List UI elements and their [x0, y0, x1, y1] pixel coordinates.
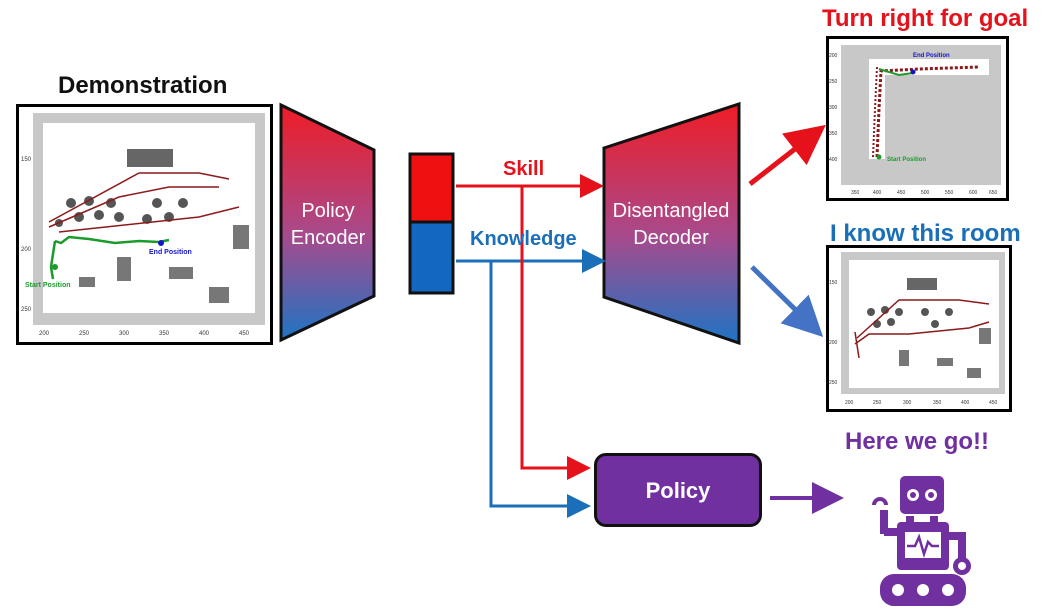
demo-xtick: 250 [79, 331, 90, 337]
policy-encoder-label: Policy Encoder [290, 200, 366, 249]
know-room-title: I know this room [830, 220, 1021, 247]
room-xtick: 250 [873, 400, 882, 406]
room-xtick: 300 [903, 400, 912, 406]
skill-label: Skill [503, 158, 545, 180]
goal-ytick: 200 [829, 53, 838, 59]
demo-xtick: 400 [199, 331, 210, 337]
demonstration-title: Demonstration [58, 72, 228, 99]
goal-ytick: 400 [829, 157, 838, 163]
here-we-go-title: Here we go!! [845, 428, 990, 455]
skill-to-policy-arrow [520, 186, 591, 480]
goal-map: End Position Start Position 350 400 450 … [826, 36, 1009, 201]
goal-xtick: 500 [921, 190, 930, 196]
decoder-to-goal-arrow [748, 124, 826, 186]
goal-ytick: 250 [829, 79, 838, 85]
latent-skill-segment [408, 152, 455, 224]
disentangled-decoder-label: Disentangled Decoder [612, 200, 730, 249]
room-xtick: 400 [961, 400, 970, 406]
knowledge-to-policy-arrow [489, 261, 591, 518]
room-xtick: 350 [933, 400, 942, 406]
room-xtick: 450 [989, 400, 998, 406]
demo-start-label: Start Position [25, 282, 71, 289]
goal-ytick: 300 [829, 105, 838, 111]
demo-ytick: 200 [21, 247, 32, 253]
policy-label: Policy [645, 478, 711, 503]
goal-start-label: Start Position [887, 157, 926, 163]
robot-icon [872, 476, 971, 606]
goal-xtick: 600 [969, 190, 978, 196]
goal-ytick: 350 [829, 131, 838, 137]
room-ytick: 150 [829, 280, 838, 286]
demo-end-label: End Position [149, 249, 192, 256]
room-ytick: 200 [829, 340, 838, 346]
demo-xtick: 350 [159, 331, 170, 337]
goal-xtick: 550 [945, 190, 954, 196]
demo-ytick: 250 [21, 307, 32, 313]
room-ytick: 250 [829, 380, 838, 386]
policy-block [594, 453, 762, 527]
policy-encoder-shape [279, 102, 376, 343]
goal-xtick: 400 [873, 190, 882, 196]
goal-xtick: 350 [851, 190, 860, 196]
goal-xtick: 450 [897, 190, 906, 196]
turn-right-title: Turn right for goal [822, 5, 1029, 32]
demo-ytick: 150 [21, 157, 32, 163]
latent-knowledge-segment [408, 220, 455, 295]
demo-xtick: 300 [119, 331, 130, 337]
room-map: 200 250 300 350 400 450 150 200 250 [826, 245, 1012, 412]
demo-xtick: 200 [39, 331, 50, 337]
goal-xtick: 650 [989, 190, 998, 196]
disentangled-decoder-shape [602, 101, 741, 346]
room-xtick: 200 [845, 400, 854, 406]
decoder-to-room-arrow [750, 265, 824, 338]
demonstration-map: End Position Start Position 200 250 300 … [16, 104, 273, 345]
demo-xtick: 450 [239, 331, 250, 337]
knowledge-label: Knowledge [470, 228, 577, 250]
goal-end-label: End Position [913, 53, 950, 59]
